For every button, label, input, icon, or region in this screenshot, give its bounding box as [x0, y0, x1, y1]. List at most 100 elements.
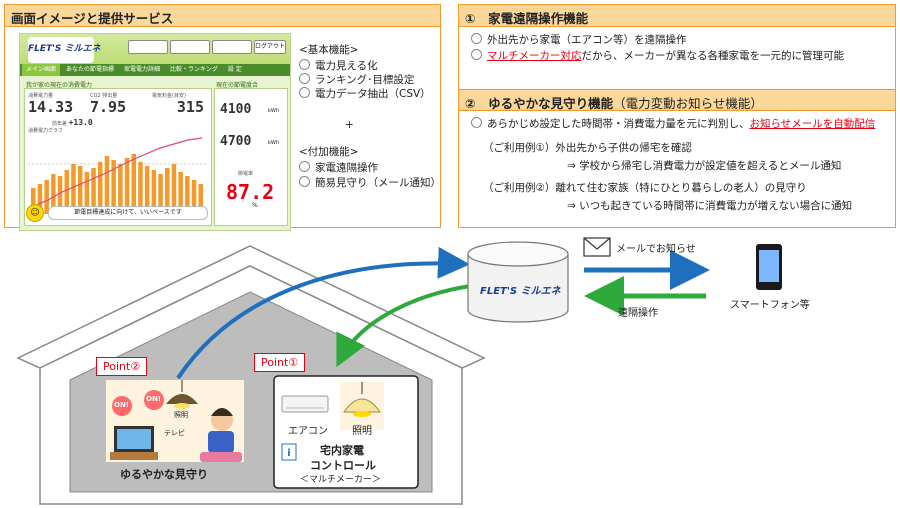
screen-bar: [171, 164, 177, 214]
server-label: FLET'S ミルエネ: [480, 286, 561, 297]
addon-item-2: 簡易見守り（メール通知）: [299, 176, 441, 190]
screen-bar: [185, 176, 190, 214]
addon-heading: <付加機能>: [299, 146, 359, 158]
screen-bar: [118, 164, 123, 214]
screen-bar: [57, 176, 63, 214]
tv-icon: [110, 426, 158, 460]
meter-co2: CO2 排出量 7.95: [90, 93, 127, 116]
on-label-1: ON!: [114, 401, 130, 409]
on-badge-1-icon: [112, 396, 132, 416]
on-badge-2-icon: [144, 390, 164, 410]
right-value-2: 4700: [220, 134, 252, 149]
light-label-left: 照明: [174, 411, 188, 419]
control-line3: ＜マルチメーカー＞: [300, 475, 382, 485]
screen-bar: [91, 168, 96, 214]
light-label-right: 照明: [352, 426, 372, 437]
usage-bar-chart: [28, 134, 208, 216]
ac-label: エアコン: [288, 426, 328, 437]
screen-bar: [51, 174, 56, 214]
addon-item-1: 家電遠隔操作: [299, 161, 378, 175]
lamp-icon: [340, 382, 384, 430]
example1-title: （ご利用例①）外出先から子供の帰宅を確認: [483, 142, 692, 154]
screen-bar: [104, 156, 110, 214]
graph-label: 消費電力グラフ: [28, 128, 64, 134]
app-logo: FLET'S ミルエネ: [28, 37, 101, 63]
feature2-item: あらかじめ設定した時間帯・消費電力量を元に判別し、お知らせメールを自動配信: [471, 117, 875, 131]
feature1-title: ① 家電遠隔操作機能: [459, 5, 895, 27]
screen-bar: [124, 158, 130, 214]
smiley-icon: ☺: [26, 204, 44, 222]
basic-heading: <基本機能>: [299, 44, 359, 56]
svg-text:i: i: [287, 448, 290, 459]
watch-caption: ゆるやかな見守り: [120, 468, 208, 481]
right-panel: ① 家電遠隔操作機能 外出先から家電（エアコン等）を遠隔操作 マルチメーカー対応…: [458, 4, 896, 228]
delta-value: 前年差 +13.0: [52, 118, 93, 127]
feature1-item2: マルチメーカー対応だから、メーカーが異なる各種家電を一元的に管理可能: [471, 49, 844, 63]
screen-bar: [198, 184, 203, 214]
usage-section-title: 我が家の現在の消費電力: [26, 82, 93, 89]
app-screenshot: FLET'S ミルエネ ログアウト メイン画面 あなたの節電指標 家電電力詳細 …: [19, 33, 291, 231]
screen-bar: [71, 164, 76, 214]
screen-bar: [144, 166, 150, 214]
point2-badge: Point②: [96, 357, 148, 376]
basic-item-3: 電力データ抽出（CSV）: [299, 87, 431, 101]
example1-detail: ⇒ 学校から帰宅し消費電力が設定値を超えるとメール通知: [567, 160, 842, 172]
right-unit-3: %: [252, 202, 258, 209]
basic-item-1: 電力見える化: [299, 59, 378, 73]
example2-detail: ⇒ いつも起きている時間帯に消費電力が増えない場合に通知: [567, 200, 853, 212]
screen-bar: [158, 174, 163, 214]
right-unit-1: kWh: [268, 108, 280, 114]
savings-rate: 87.2: [226, 180, 275, 204]
basic-item-2: ランキング･目標設定: [299, 73, 414, 87]
tab-savings[interactable]: あなたの節電指標: [66, 66, 115, 73]
app-tabs: メイン画面 あなたの節電指標 家電電力詳細 比較・ランキング 設 定: [20, 64, 290, 76]
screen-bar: [31, 188, 36, 214]
tab-settings[interactable]: 設 定: [227, 66, 242, 73]
top-icon-buttons: ログアウト: [128, 40, 286, 54]
remote-label: 遠隔操作: [618, 308, 658, 319]
left-panel: 画面イメージと提供サービス FLET'S ミルエネ ログアウト メイン画面 あな…: [4, 4, 441, 231]
screen-bar: [111, 160, 116, 214]
right-label-3: 節電率: [238, 171, 254, 177]
logout-button[interactable]: ログアウト: [254, 40, 286, 54]
example2-title: （ご利用例②）離れて住む家族（特にひとり暮らしの老人）の見守り: [483, 182, 807, 194]
right-value-1: 4100: [220, 102, 252, 117]
feature1-item1: 外出先から家電（エアコン等）を遠隔操作: [471, 33, 687, 47]
info-badge-icon: i: [281, 443, 297, 461]
screen-bar: [77, 166, 83, 214]
screen-bar: [165, 168, 170, 214]
tab-ranking[interactable]: 比較・ランキング: [170, 66, 218, 73]
status-banner: 節電目標達成に向けて、いいペースです: [48, 206, 208, 220]
feature2-title: ② ゆるやかな見守り機能（電力変動お知らせ機能）: [459, 89, 895, 111]
right-unit-2: kWh: [268, 140, 280, 146]
screen-bar: [178, 172, 183, 214]
savings-section-title: 現在の節電度合: [216, 82, 259, 89]
point1-badge: Point①: [254, 353, 306, 372]
screen-bar: [44, 180, 49, 214]
control-line2: コントロール: [310, 459, 376, 472]
screen-bar: [131, 154, 136, 214]
meter-kwh: 消費電力量 14.33: [28, 93, 74, 116]
ceiling-lamp-icon: [166, 380, 198, 409]
mail-label: メールでお知らせ: [616, 244, 696, 255]
air-conditioner-icon: [281, 395, 329, 413]
tab-main[interactable]: メイン画面: [22, 64, 61, 76]
control-arrow: [336, 282, 489, 368]
cumulative-line: [33, 137, 203, 207]
smartphone-icon: [756, 244, 782, 290]
tv-label: テレビ: [164, 429, 185, 437]
plus-sign: +: [345, 119, 354, 131]
screen-bar: [138, 162, 143, 214]
server-cylinder: [467, 241, 569, 323]
left-panel-title: 画面イメージと提供サービス: [5, 5, 440, 27]
person-icon: [200, 408, 242, 462]
upload-arrow: [176, 246, 470, 380]
mail-icon: [583, 237, 611, 257]
on-label-2: ON!: [146, 395, 162, 403]
screen-bar: [84, 172, 90, 214]
screen-bar: [151, 170, 157, 214]
screen-bar: [64, 170, 69, 214]
screen-bar: [98, 162, 103, 214]
house-diagram: i: [16, 237, 782, 505]
tab-appliance[interactable]: 家電電力詳細: [124, 66, 161, 73]
